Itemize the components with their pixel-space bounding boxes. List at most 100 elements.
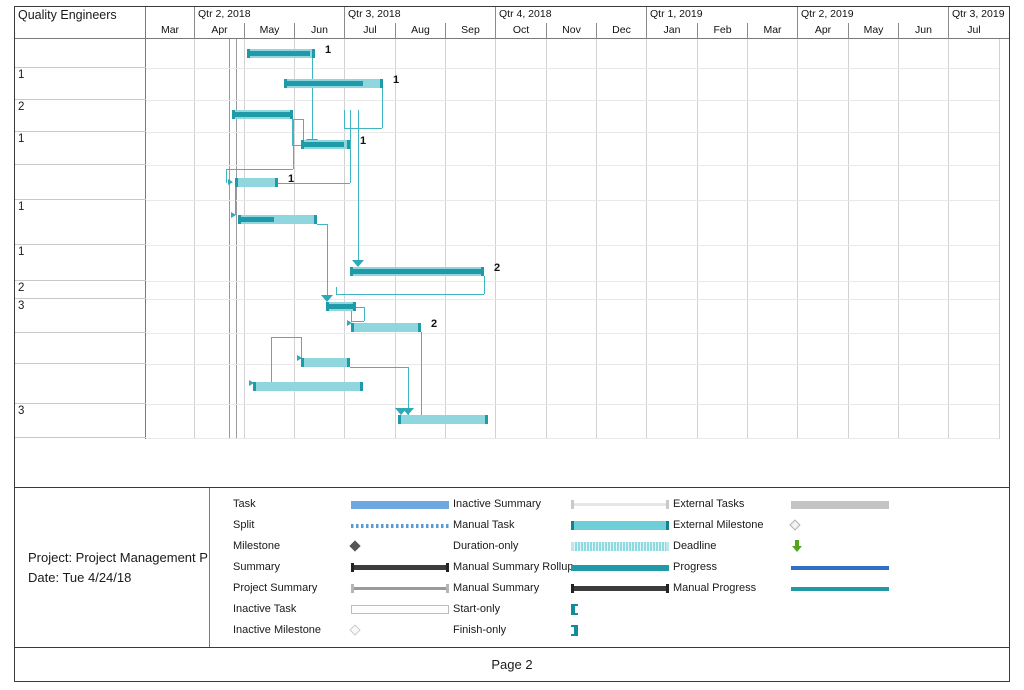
- gantt-bar-3[interactable]: [301, 140, 350, 149]
- dependency-link-v-8: [292, 119, 293, 145]
- bar-end-cap: [380, 79, 383, 88]
- legend-sample-manual-summary: [571, 578, 669, 599]
- legend-item-manual-summary: Manual Summary: [453, 578, 669, 599]
- legend-label-summary: Summary: [233, 561, 281, 573]
- row-divider-2: [146, 132, 999, 133]
- gantt-bar-2[interactable]: [232, 110, 293, 119]
- row-divider-7: [146, 299, 999, 300]
- month-header-jul-4: Jul: [344, 23, 395, 39]
- legend-sample-inactive-summary: [571, 494, 669, 515]
- resource-header: Quality Engineers: [15, 7, 146, 39]
- month-header-mar-12: Mar: [747, 23, 797, 39]
- start-only-bracket-icon: [571, 604, 578, 615]
- dependency-link-v-11: [226, 169, 227, 183]
- progress-swatch: [791, 566, 889, 570]
- legend-label-manual-task: Manual Task: [453, 519, 515, 531]
- project-summary-swatch: [351, 584, 449, 593]
- gantt-bar-0[interactable]: [247, 49, 315, 58]
- bar-units-label-3: 1: [360, 135, 367, 147]
- legend-item-inactive-summary: Inactive Summary: [453, 494, 669, 515]
- dependency-link-v-9: [293, 119, 294, 169]
- dependency-arrow-down-31: [395, 408, 407, 415]
- project-name: Project: Project Management P: [28, 549, 208, 565]
- dependency-link-h-23: [336, 294, 484, 295]
- inactive-milestone-diamond-icon: [349, 624, 361, 636]
- legend-label-external-tasks: External Tasks: [673, 498, 745, 510]
- row-divider-6: [146, 281, 999, 282]
- manual-summary-swatch: [571, 584, 669, 593]
- bar-start-cap: [398, 415, 401, 424]
- bar-progress: [238, 217, 275, 222]
- gantt-bar-6[interactable]: [350, 267, 484, 276]
- summary-swatch: [351, 563, 449, 572]
- legend-label-task: Task: [233, 498, 256, 510]
- legend-sample-manual-task: [571, 515, 669, 536]
- gantt-bar-7[interactable]: [326, 302, 356, 311]
- dependency-link-h-25: [356, 307, 364, 308]
- legend-item-task: Task: [233, 494, 449, 515]
- bar-start-cap: [235, 178, 238, 187]
- bar-end-cap: [312, 49, 315, 58]
- legend-item-project-summary: Project Summary: [233, 578, 449, 599]
- grid-line-4: [395, 39, 396, 439]
- dependency-arrow-down-21: [352, 260, 364, 267]
- dependency-link-v-26: [364, 307, 365, 321]
- legend-label-inactive-milestone: Inactive Milestone: [233, 624, 322, 636]
- legend-sample-task: [351, 494, 449, 515]
- grid-line-10: [697, 39, 698, 439]
- bar-progress: [326, 304, 356, 309]
- project-date: Date: Tue 4/24/18: [28, 569, 132, 585]
- duration-only-swatch: [571, 542, 669, 551]
- dependency-arrow-right-37: [249, 380, 254, 386]
- legend-sample-external-milestone: [789, 515, 889, 536]
- legend-sample-start-only: [571, 599, 669, 620]
- resource-row-8: 3: [15, 299, 146, 333]
- grid-line-16: [999, 39, 1000, 439]
- gantt-bar-8[interactable]: [351, 323, 421, 332]
- gantt-bar-4[interactable]: [235, 178, 278, 187]
- legend-sample-deadline: [791, 536, 889, 557]
- grid-line-2: [294, 39, 295, 439]
- legend-item-start-only: Start-only: [453, 599, 668, 620]
- grid-line-14: [898, 39, 899, 439]
- dependency-arrow-right-12: [228, 179, 233, 185]
- month-header-mar-0: Mar: [160, 24, 180, 36]
- manual-task-swatch: [571, 521, 669, 530]
- grid-line-8: [596, 39, 597, 439]
- bar-progress: [350, 269, 484, 274]
- legend-item-deadline: Deadline: [673, 536, 888, 557]
- quarter-header-1: Qtr 2, 2018: [194, 7, 344, 23]
- grid-line-7: [546, 39, 547, 439]
- legend-sample-duration-only: [571, 536, 669, 557]
- dependency-link-h-38: [350, 367, 408, 368]
- manual-progress-swatch: [791, 587, 889, 591]
- bar-end-cap: [347, 140, 350, 149]
- legend-item-split: Split: [233, 515, 449, 536]
- legend-sample-milestone: [349, 536, 449, 557]
- gantt-bar-5[interactable]: [238, 215, 317, 224]
- row-divider-4: [146, 200, 999, 201]
- month-header-aug-5: Aug: [395, 23, 445, 39]
- dependency-link-v-18: [327, 224, 328, 299]
- legend-sample-summary: [351, 557, 449, 578]
- dependency-link-h-27: [351, 321, 364, 322]
- quarter-header-2: Qtr 3, 2018: [344, 7, 495, 23]
- gantt-bar-11[interactable]: [398, 415, 488, 424]
- dependency-link-h-3: [344, 128, 382, 129]
- legend-label-duration-only: Duration-only: [453, 540, 519, 552]
- external-tasks-swatch: [791, 501, 889, 509]
- legend-item-manual-progress: Manual Progress: [673, 578, 889, 599]
- legend-sample-inactive-milestone: [349, 620, 449, 641]
- legend-item-manual-summary-rollup: Manual Summary Rollup: [453, 557, 669, 578]
- dependency-link-h-10: [226, 169, 293, 170]
- gantt-bar-10[interactable]: [253, 382, 363, 391]
- gantt-bar-9[interactable]: [301, 358, 350, 367]
- project-info: Project: Project Management P Date: Tue …: [15, 488, 210, 647]
- grid-line-5: [445, 39, 446, 439]
- gantt-bar-1[interactable]: [284, 79, 383, 88]
